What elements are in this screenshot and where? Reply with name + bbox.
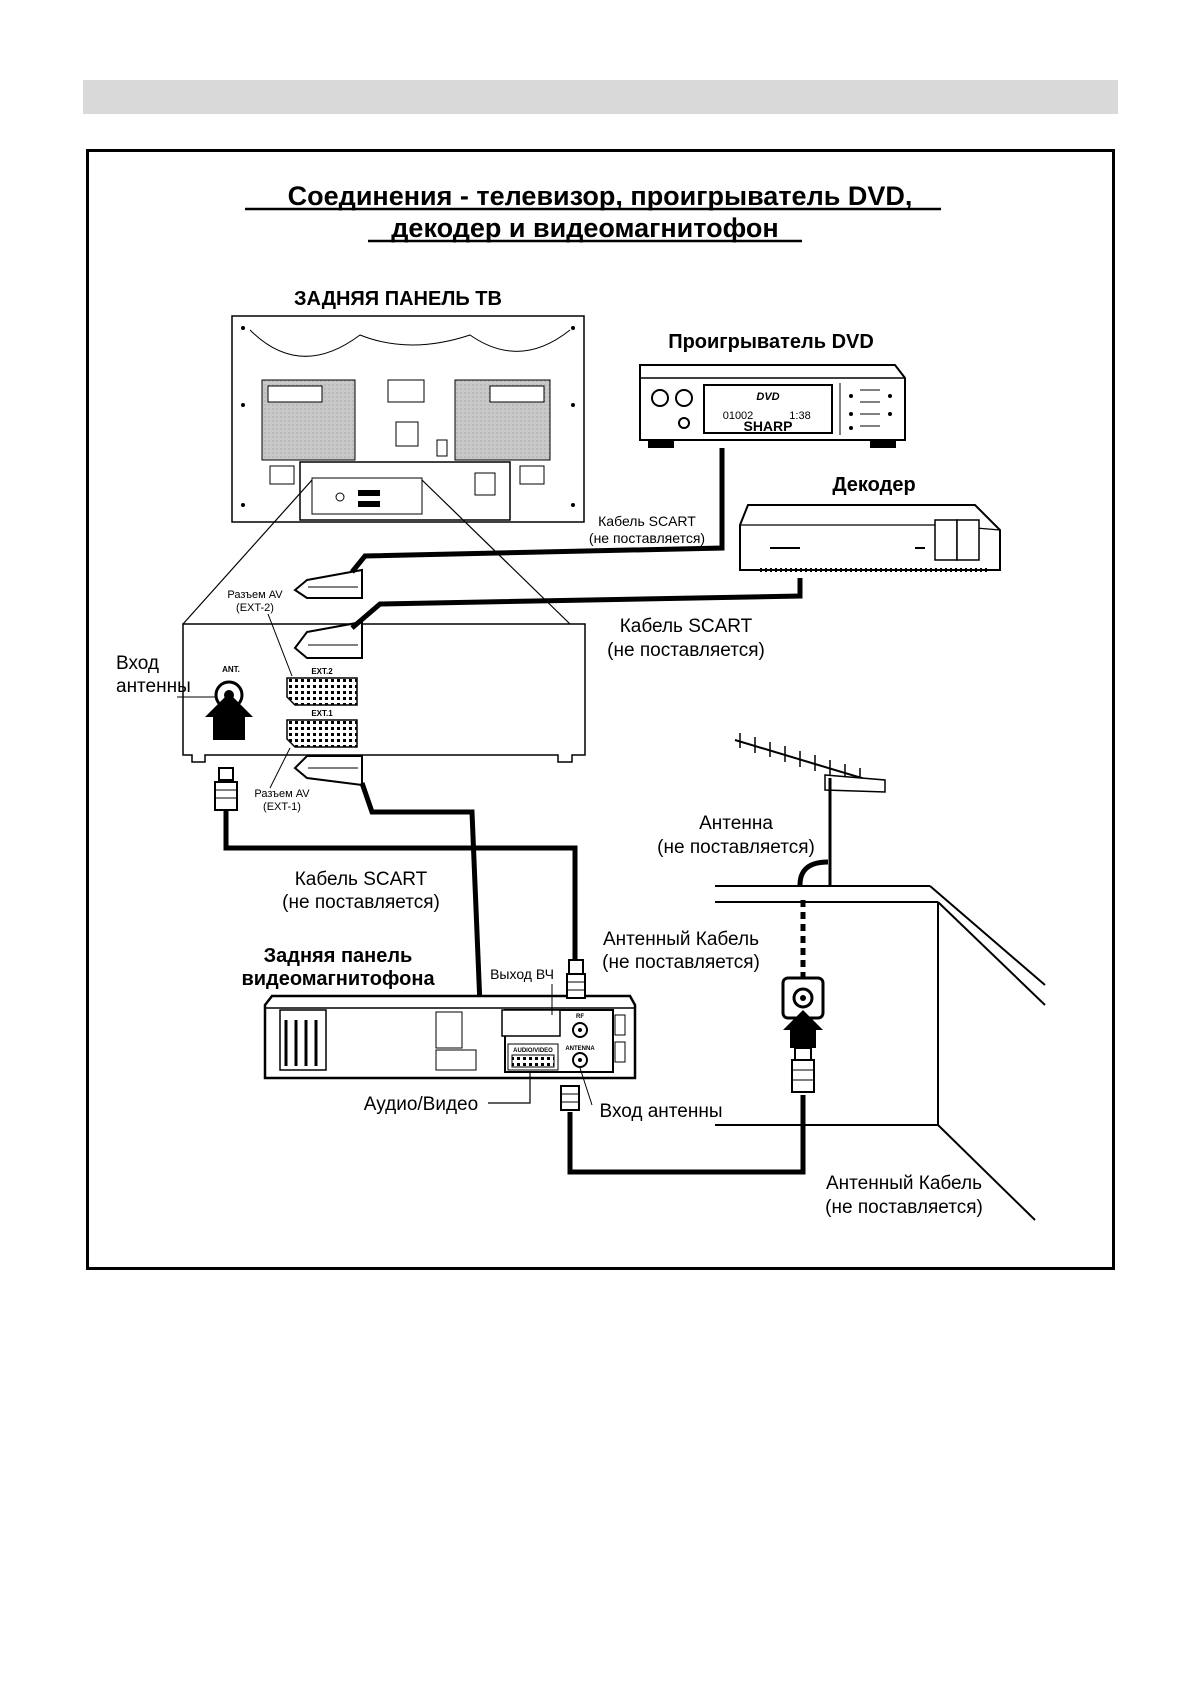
dvd-heading: Проигрыватель DVD: [668, 331, 874, 353]
ext1-label-2: (EXT-1): [263, 801, 301, 813]
title-line-1: Соединения - телевизор, проигрыватель DV…: [288, 181, 913, 211]
ext2-label-1: Разъем AV: [227, 589, 283, 601]
scart-cable-decoder: [350, 578, 803, 630]
ext2-label-2: (EXT-2): [236, 602, 274, 614]
antenna-cable-tv-vcr: [223, 810, 578, 960]
decoder-heading: Декодер: [832, 474, 915, 496]
vcr-heading-line-1: Задняя панель: [264, 945, 413, 967]
scart-mid-label-2: (не поставляется): [607, 640, 765, 661]
ant-port-label: ANT.: [222, 665, 240, 674]
vcr-ant-port: ANTENNA: [565, 1046, 595, 1052]
vcr-ant-in-label: Вход антенны: [599, 1101, 722, 1122]
scart-plug-decoder: [293, 568, 363, 599]
antenna-label-1: Антенна: [699, 813, 773, 834]
scart-plug-ext1: [293, 755, 363, 787]
ext1-label-1: Разъем AV: [254, 788, 310, 800]
vcr-ant-plug: [560, 1085, 580, 1111]
tv-connector-panel: ANT. EXT.2 EXT.1: [182, 623, 586, 763]
tv-back-panel: ЗАДНЯЯ ПАНЕЛЬ ТВ: [231, 288, 585, 523]
diagram-frame: [86, 149, 1115, 1270]
decoder: Декодер: [739, 474, 1001, 572]
vcr-av-port: AUDIO/VIDEO: [513, 1048, 553, 1054]
antenna-cable-wall-vcr: [567, 1095, 806, 1175]
tv-heading: ЗАДНЯЯ ПАНЕЛЬ ТВ: [294, 288, 502, 310]
antenna-label-2: (не поставляется): [657, 837, 815, 858]
ant-cable-bottom-label-2: (не поставляется): [825, 1197, 983, 1218]
vcr-back-panel: Задняя панель видеомагнитофона AUDIO/VID…: [241, 945, 637, 1080]
antenna: [734, 733, 886, 1093]
audio-video-label: Аудио/Видео: [364, 1094, 478, 1115]
scart-vcr-label-1: Кабель SCART: [295, 869, 428, 890]
scart-vcr-label-2: (не поставляется): [282, 892, 440, 913]
ant-cable-bottom-label-1: Антенный Кабель: [826, 1173, 982, 1194]
tv-ant-in-label-1: Вход: [116, 653, 159, 674]
ant-cable-top-label-2: (не поставляется): [602, 952, 760, 973]
dvd-display-right: 1:38: [789, 410, 810, 422]
title-line-2: декодер и видеомагнитофон: [391, 213, 778, 243]
house-wall: [715, 885, 1046, 1221]
vcr-heading-line-2: видеомагнитофона: [241, 968, 435, 990]
ext2-port-label: EXT.2: [311, 667, 333, 676]
scart-plug-ext2: [293, 620, 363, 659]
vcr-rf-plug: [566, 959, 586, 999]
vcr-rf-port: RF: [576, 1014, 584, 1020]
ext1-port-label: EXT.1: [311, 709, 333, 718]
dvd-brand: SHARP: [743, 418, 792, 434]
ant-cable-top-label-1: Антенный Кабель: [603, 929, 759, 950]
scart-decoder-label-1: Кабель SCART: [598, 513, 696, 529]
scart-mid-label-1: Кабель SCART: [620, 616, 753, 637]
dvd-player: Проигрыватель DVD DVD 01002 1:38 SHARP: [639, 331, 906, 448]
scart-cable-dvd: [350, 448, 725, 574]
tv-ant-in-label-2: антенны: [116, 676, 191, 697]
tv-antenna-plug: [205, 693, 253, 811]
header-bar: [83, 80, 1118, 114]
dvd-display-left: 01002: [723, 410, 754, 422]
scart-decoder-label-2: (не поставляется): [589, 530, 705, 546]
dvd-logo: DVD: [756, 391, 779, 403]
rf-out-label: Выход ВЧ: [490, 966, 554, 982]
